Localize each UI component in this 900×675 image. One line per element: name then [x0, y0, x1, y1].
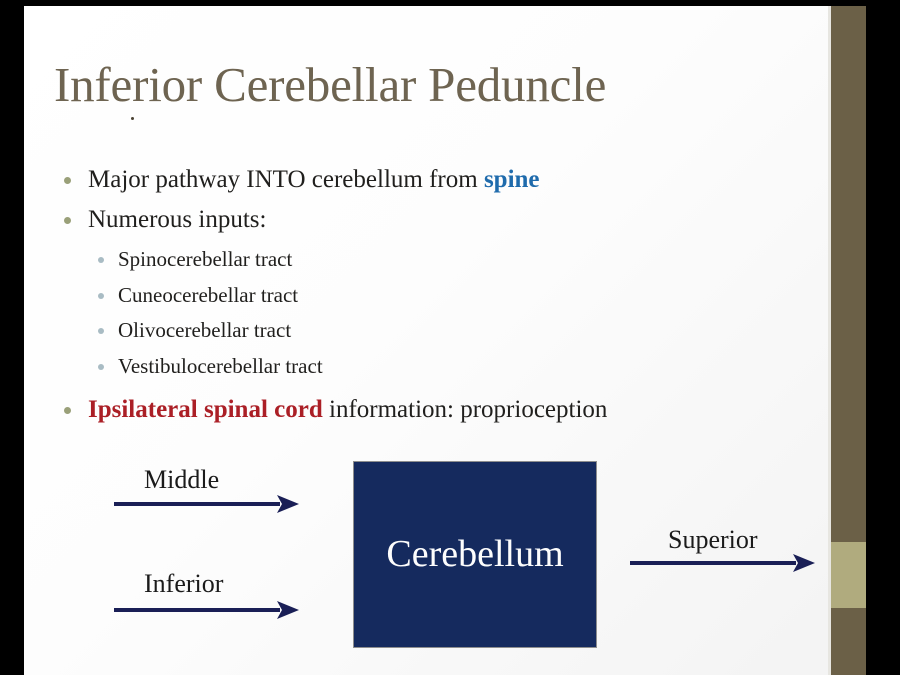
bullet-text-suffix: information: proprioception	[322, 396, 608, 423]
slide-body: Major pathway INTO cerebellum from spine…	[54, 160, 814, 430]
letterbox-right	[866, 0, 900, 675]
sub-bullet-marker-icon	[98, 363, 104, 370]
bullet-major-pathway: Major pathway INTO cerebellum from spine	[54, 160, 814, 200]
sub-bullet-spinocerebellar: Spinocerebellar tract	[54, 242, 814, 278]
sub-bullet-marker-icon	[98, 328, 104, 334]
bullet-marker-icon	[64, 177, 71, 184]
sub-bullet-label: Vestibulocerebellar tract	[118, 353, 323, 378]
bullet-text-prefix: Major pathway INTO cerebellum from	[88, 166, 484, 193]
letterbox-left	[0, 0, 24, 675]
sub-bullet-cuneocerebellar: Cuneocerebellar tract	[54, 278, 814, 314]
bullet-text-emphasis-ipsilateral: Ipsilateral spinal cord	[88, 396, 323, 423]
sub-bullet-marker-icon	[98, 257, 104, 263]
sub-bullet-label: Spinocerebellar tract	[118, 247, 293, 271]
title-speck-artifact	[131, 117, 134, 120]
letterbox-top	[24, 0, 866, 6]
bullet-text-emphasis-spine: spine	[483, 166, 540, 193]
sub-bullet-label: Olivocerebellar tract	[118, 318, 292, 342]
sub-bullet-marker-icon	[98, 292, 104, 299]
sub-bullet-list: Spinocerebellar tract Cuneocerebellar tr…	[54, 242, 814, 384]
bullet-text-prefix: Numerous inputs:	[88, 206, 267, 233]
sub-bullet-vestibulocerebellar: Vestibulocerebellar tract	[54, 349, 814, 385]
bullet-marker-icon	[64, 407, 71, 414]
bullet-ipsilateral-spinal-cord: Ipsilateral spinal cord information: pro…	[54, 390, 814, 430]
bullet-marker-icon	[64, 217, 71, 224]
decorative-side-bar-accent	[831, 542, 866, 608]
sub-bullet-olivocerebellar: Olivocerebellar tract	[54, 313, 814, 349]
page-title: Inferior Cerebellar Peduncle	[54, 57, 607, 112]
decorative-hairline	[828, 6, 831, 675]
bullet-numerous-inputs: Numerous inputs:	[54, 200, 814, 240]
sub-bullet-label: Cuneocerebellar tract	[118, 282, 299, 307]
